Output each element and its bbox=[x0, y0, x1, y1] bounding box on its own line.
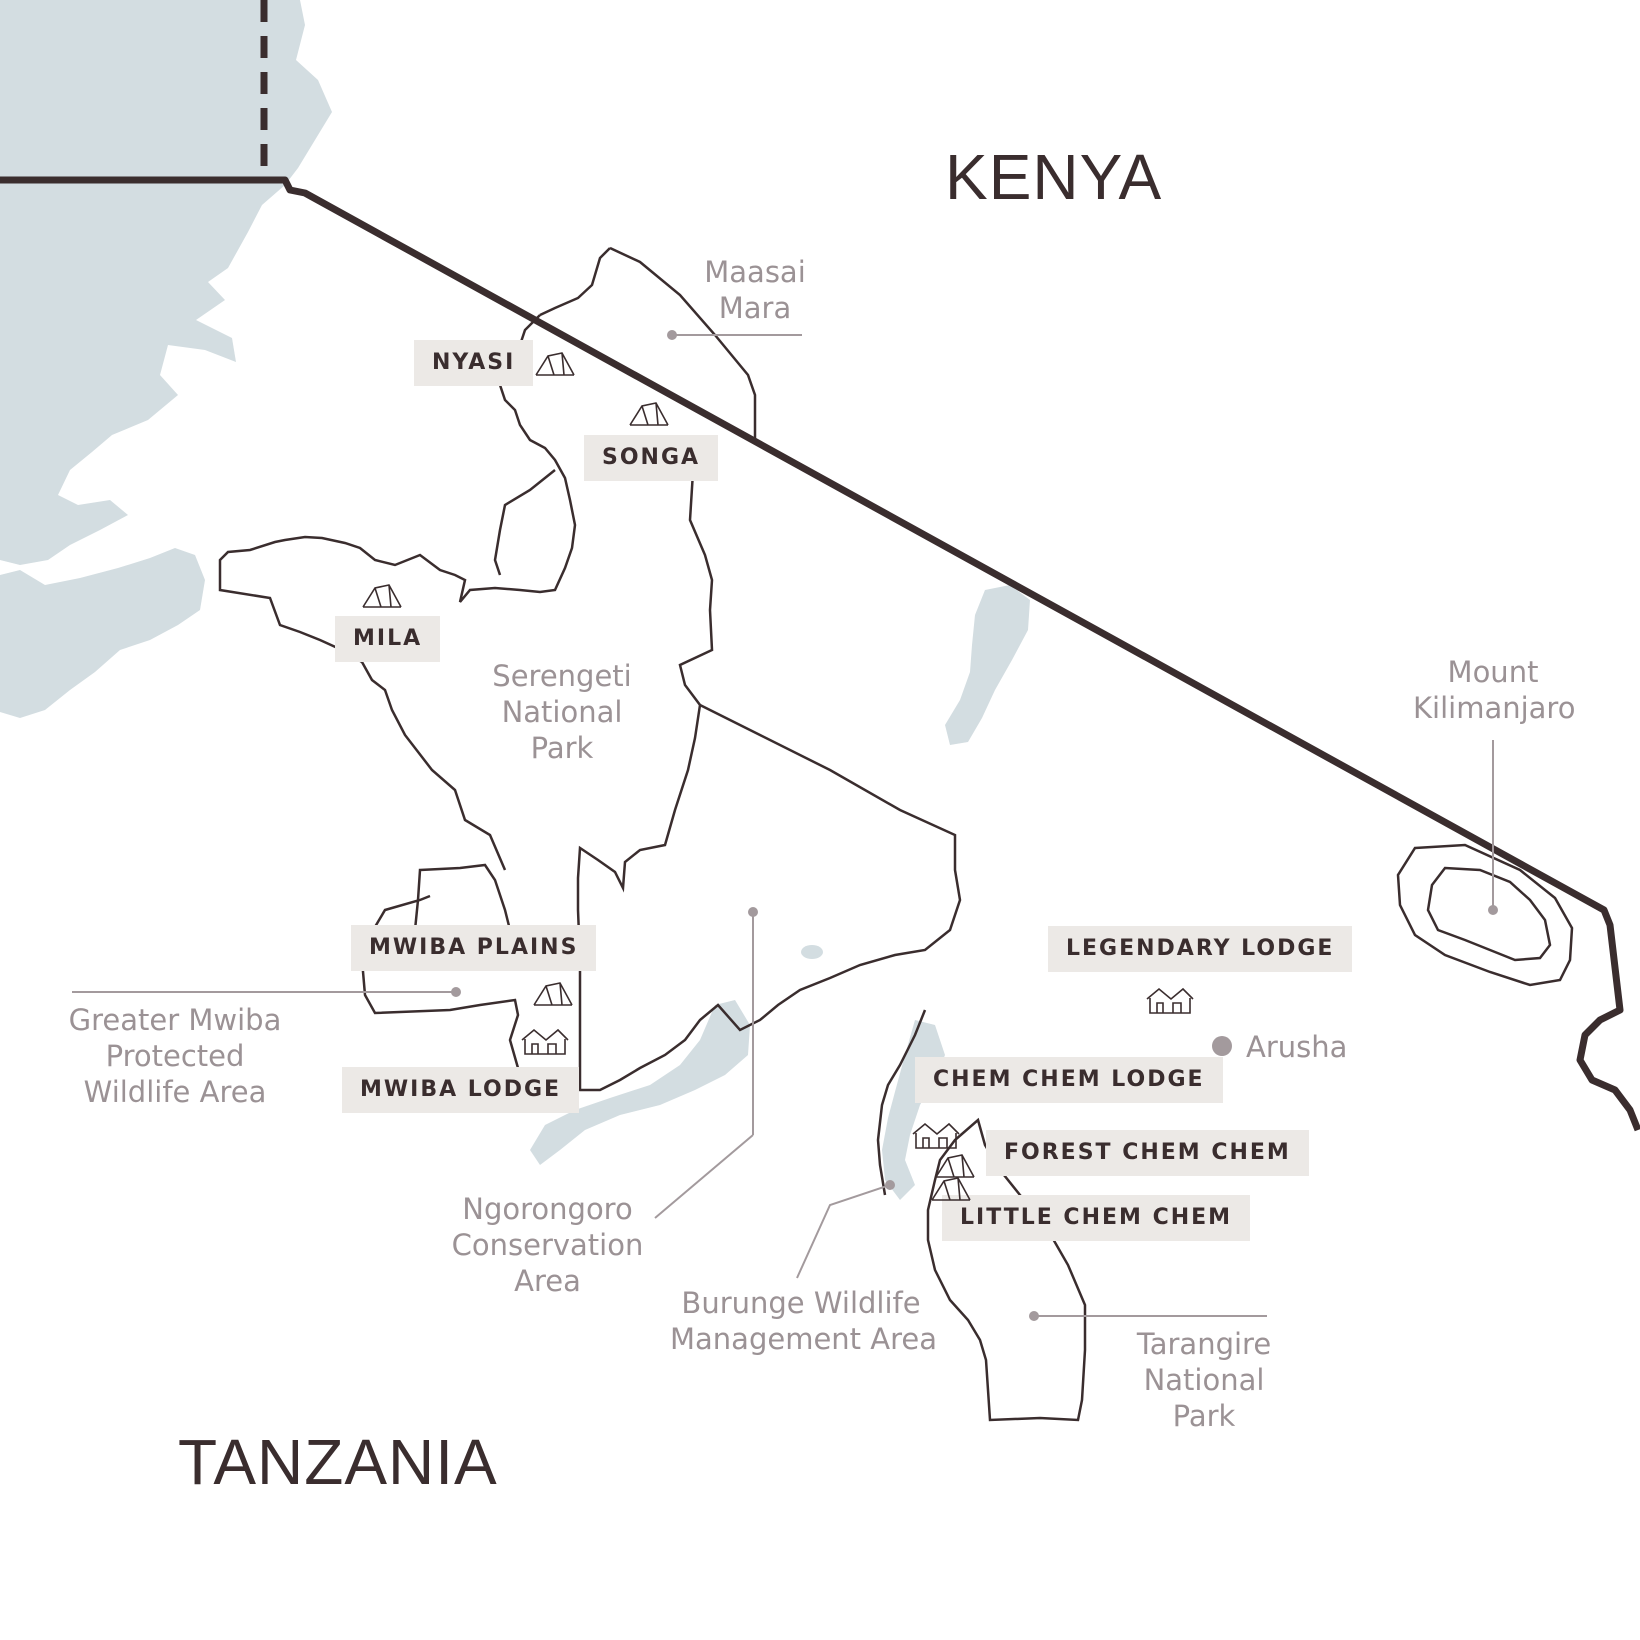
label-line: Tarangire bbox=[1136, 1327, 1272, 1361]
lodge-icon bbox=[1146, 987, 1194, 1014]
tent-icon bbox=[935, 1154, 975, 1178]
ngorongoro-outline bbox=[580, 703, 962, 1092]
label-serengeti: Serengeti National Park bbox=[482, 658, 642, 766]
label-line: Greater Mwiba bbox=[68, 1003, 282, 1037]
camp-tag-mila[interactable]: MILA bbox=[335, 616, 441, 662]
camp-tag-mwiba-plains[interactable]: MWIBA PLAINS bbox=[351, 925, 597, 971]
lake-victoria-south bbox=[0, 548, 205, 718]
label-line: Mara bbox=[718, 291, 792, 325]
label-greater-mwiba: Greater Mwiba Protected Wildlife Area bbox=[60, 1002, 290, 1110]
label-line: Park bbox=[1172, 1399, 1236, 1433]
tent-icon bbox=[535, 352, 575, 376]
city-label-arusha: Arusha bbox=[1246, 1030, 1348, 1064]
label-line: Mount bbox=[1447, 655, 1539, 689]
maasai-mara-outline-west bbox=[539, 247, 611, 317]
burunge-outline bbox=[876, 1009, 927, 1196]
lodge-icon bbox=[521, 1028, 569, 1055]
label-tarangire: Tarangire National Park bbox=[1124, 1326, 1284, 1434]
label-line: Area bbox=[514, 1264, 581, 1298]
label-ngorongoro: Ngorongoro Conservation Area bbox=[445, 1191, 650, 1299]
camp-tag-legendary-lodge[interactable]: LEGENDARY LODGE bbox=[1048, 926, 1353, 972]
country-label-kenya: KENYA bbox=[945, 141, 1163, 213]
camp-tag-forest-chem-chem[interactable]: FOREST CHEM CHEM bbox=[986, 1130, 1309, 1176]
label-line: Maasai bbox=[704, 255, 806, 289]
label-line: Serengeti bbox=[492, 659, 632, 693]
kilimanjaro-outer bbox=[1396, 843, 1574, 987]
tent-icon bbox=[533, 982, 573, 1006]
tent-icon bbox=[629, 402, 669, 426]
camp-tag-chem-chem-lodge[interactable]: CHEM CHEM LODGE bbox=[915, 1057, 1223, 1103]
camp-tag-mwiba-lodge[interactable]: MWIBA LODGE bbox=[342, 1067, 580, 1113]
serengeti-divider bbox=[493, 469, 556, 576]
country-border bbox=[0, 176, 1640, 1132]
label-line: Management Area bbox=[670, 1322, 937, 1356]
tent-icon bbox=[931, 1177, 971, 1201]
kilimanjaro-inner bbox=[1426, 866, 1552, 962]
lodge-icon bbox=[912, 1122, 960, 1149]
lake-natron bbox=[945, 585, 1030, 745]
label-line: National bbox=[1143, 1363, 1265, 1397]
label-maasai-mara: Maasai Mara bbox=[700, 254, 810, 326]
label-line: Kilimanjaro bbox=[1413, 691, 1576, 725]
label-line: Protected bbox=[105, 1039, 245, 1073]
camp-tag-nyasi[interactable]: NYASI bbox=[414, 340, 534, 386]
label-line: Burunge Wildlife bbox=[681, 1286, 921, 1320]
tent-icon bbox=[362, 584, 402, 608]
label-line: Ngorongoro bbox=[462, 1192, 633, 1226]
label-line: National bbox=[501, 695, 623, 729]
lake-eyasi bbox=[530, 1000, 750, 1165]
label-line: Park bbox=[530, 731, 594, 765]
label-mount-kilimanjaro: Mount Kilimanjaro bbox=[1413, 654, 1576, 726]
leader-dots bbox=[451, 330, 1498, 1321]
country-label-tanzania: TANZANIA bbox=[178, 1426, 498, 1498]
camp-tag-songa[interactable]: SONGA bbox=[584, 435, 719, 481]
label-line: Conservation bbox=[451, 1228, 644, 1262]
small-pond bbox=[801, 945, 823, 959]
label-line: Wildlife Area bbox=[83, 1075, 267, 1109]
camp-tag-little-chem-chem[interactable]: LITTLE CHEM CHEM bbox=[942, 1195, 1251, 1241]
label-burunge: Burunge Wildlife Management Area bbox=[670, 1285, 937, 1357]
lake-victoria bbox=[0, 0, 332, 565]
leader-lines bbox=[72, 334, 1494, 1317]
city-dot-arusha bbox=[1212, 1036, 1232, 1056]
